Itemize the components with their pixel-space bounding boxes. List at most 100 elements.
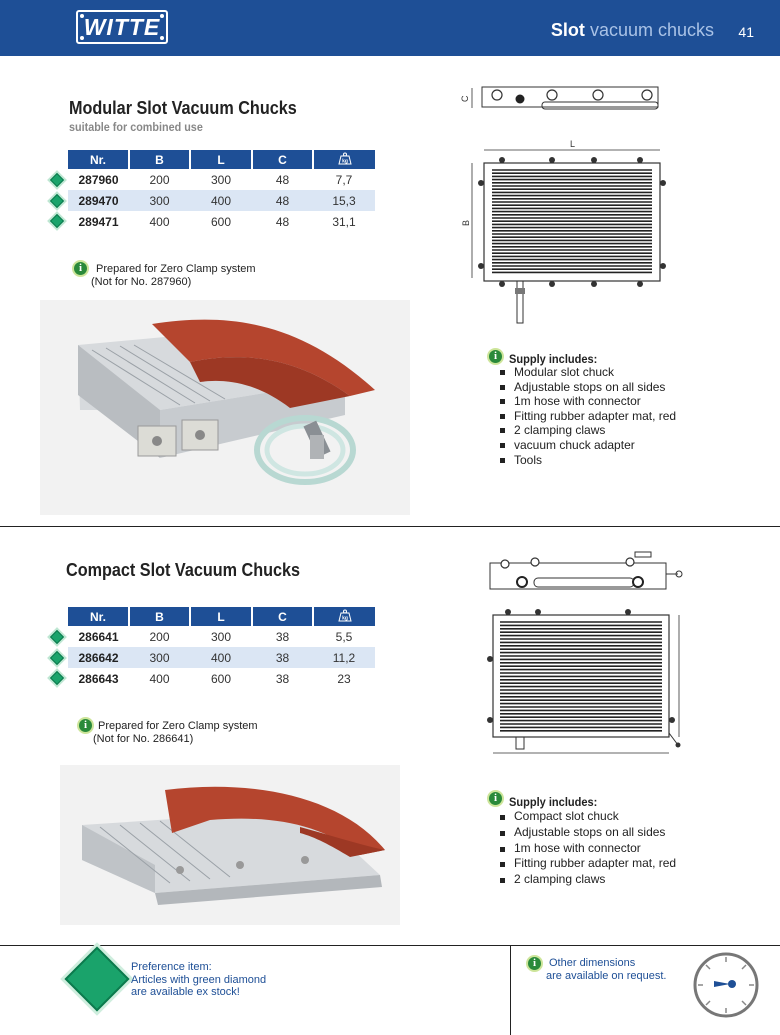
other-dimensions-note: Other dimensions are available on reques… (546, 957, 666, 982)
cell-l: 400 (190, 647, 252, 668)
cell-c: 48 (275, 214, 290, 229)
zero-clamp-exception: (Not for No. 287960) (91, 276, 192, 288)
cell-weight: 23 (337, 671, 351, 686)
witte-logo: WITTE (76, 10, 168, 44)
svg-text:B: B (462, 220, 471, 226)
list-item: 1m hose with connector (500, 841, 676, 857)
compact-chuck-side-drawing (489, 551, 683, 590)
cell-l: 400 (190, 190, 252, 211)
section2-title: Compact Slot Vacuum Chucks (66, 560, 301, 580)
zero-clamp-note: Prepared for Zero Clamp system (98, 720, 258, 732)
cell-c: 48 (275, 172, 290, 187)
list-item: Compact slot chuck (500, 809, 676, 825)
list-item: 2 clamping claws (500, 872, 676, 888)
cell-nr: 289471 (78, 214, 119, 229)
table-row: 289470 300 400 48 15,3 (68, 190, 375, 211)
cell-b: 200 (149, 172, 170, 187)
svg-text:L: L (570, 139, 575, 149)
cell-l: 300 (210, 629, 232, 644)
page-number: 41 (738, 24, 754, 40)
section1-supply-list: Modular slot chuck Adjustable stops on a… (500, 365, 676, 467)
section1-title: Modular Slot Vacuum Chucks (69, 98, 297, 118)
svg-text:kg: kg (342, 615, 348, 621)
preference-line: Preference item: (131, 961, 212, 973)
cell-c: 38 (275, 629, 290, 644)
cell-l: 300 (210, 172, 232, 187)
info-icon: i (77, 717, 94, 734)
preference-line: are available ex stock! (131, 986, 240, 998)
info-icon: i (487, 348, 504, 365)
cell-nr: 286641 (78, 629, 119, 644)
info-icon: i (487, 790, 504, 807)
table-row: 287960 200 300 48 7,7 (68, 169, 375, 190)
modular-chuck-photo (40, 300, 410, 515)
cell-weight: 11,2 (313, 647, 375, 668)
section2-spec-table: Nr. B L C kg 286641 200 300 38 5,5 28664… (68, 607, 375, 689)
section-divider (0, 526, 780, 527)
cell-b: 300 (129, 190, 190, 211)
list-item: Modular slot chuck (500, 365, 676, 380)
list-item: 1m hose with connector (500, 394, 676, 409)
cell-weight: 5,5 (335, 629, 353, 644)
other-dimensions-line: Other dimensions (549, 957, 636, 969)
section2-supply-list: Compact slot chuck Adjustable stops on a… (500, 809, 676, 888)
cell-b: 400 (149, 214, 170, 229)
weight-icon: kg (337, 609, 352, 621)
table-header-row: Nr. B L C kg (68, 150, 375, 169)
preference-note: Preference item: Articles with green dia… (131, 961, 266, 999)
cell-b: 300 (129, 647, 190, 668)
cell-l: 600 (210, 671, 232, 686)
table-row: 286642 300 400 38 11,2 (68, 647, 375, 668)
list-item: Fitting rubber adapter mat, red (500, 856, 676, 872)
zero-clamp-exception: (Not for No. 286641) (93, 733, 194, 745)
list-item: Fitting rubber adapter mat, red (500, 409, 676, 424)
page-header: WITTE Slot vacuum chucks 41 (0, 0, 780, 56)
list-item: Tools (500, 453, 676, 468)
list-item: 2 clamping claws (500, 423, 676, 438)
preference-line: Articles with green diamond (131, 973, 267, 986)
col-nr: Nr. (68, 150, 129, 169)
svg-text:kg: kg (342, 158, 348, 164)
cell-nr: 286643 (78, 671, 119, 686)
footer-divider (0, 945, 780, 946)
modular-chuck-top-drawing: L B (462, 139, 666, 324)
col-b: B (128, 607, 190, 626)
other-dimensions-line: are available on request. (546, 969, 667, 982)
cell-c: 48 (252, 190, 313, 211)
compact-chuck-top-drawing (487, 609, 681, 754)
logo-text: WITTE (83, 14, 161, 40)
col-c: C (251, 150, 313, 169)
stock-diamond-icon (49, 670, 65, 686)
weight-icon: kg (337, 152, 352, 164)
cell-b: 200 (149, 629, 170, 644)
table-row: 286641 200 300 38 5,5 (68, 626, 375, 647)
preference-diamond-icon (64, 946, 130, 1012)
col-b: B (128, 150, 190, 169)
cell-nr: 289470 (68, 190, 129, 211)
stock-diamond-icon (49, 193, 65, 209)
col-weight: kg (312, 607, 375, 626)
cell-c: 38 (275, 671, 290, 686)
stock-diamond-icon (49, 650, 65, 666)
table-header-row: Nr. B L C kg (68, 607, 375, 626)
cell-weight: 31,1 (332, 214, 356, 229)
cell-l: 600 (210, 214, 232, 229)
zero-clamp-note: Prepared for Zero Clamp system (96, 263, 256, 275)
list-item: vacuum chuck adapter (500, 438, 676, 453)
section1-spec-table: Nr. B L C kg 287960 200 300 48 7,7 28947… (68, 150, 375, 232)
chapter-title-bold: Slot (550, 20, 585, 40)
table-row: 289471 400 600 48 31,1 (68, 211, 375, 232)
col-l: L (189, 607, 252, 626)
footer-separator (510, 946, 511, 1035)
stock-diamond-icon (49, 629, 65, 645)
stock-diamond-icon (49, 172, 65, 188)
cell-weight: 7,7 (335, 172, 353, 187)
stock-diamond-icon (49, 213, 65, 229)
col-weight: kg (312, 150, 375, 169)
table-row: 286643 400 600 38 23 (68, 668, 375, 689)
section1-supply-title: Supply includes: (509, 352, 598, 366)
compact-chuck-photo (60, 765, 400, 925)
list-item: Adjustable stops on all sides (500, 380, 676, 395)
delivery-clock-icon (693, 952, 759, 1018)
modular-chuck-side-drawing: C (460, 86, 659, 110)
